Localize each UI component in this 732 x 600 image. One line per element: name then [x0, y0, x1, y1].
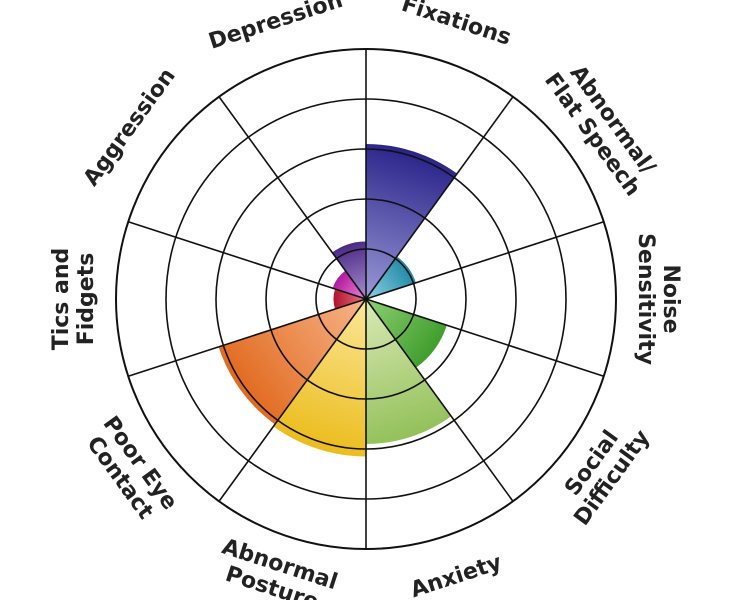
grid-spoke	[365, 298, 605, 378]
label-line: Tics and	[49, 248, 74, 351]
wedge-abnormal-flat-speech	[366, 256, 416, 299]
label-line: Aggression	[79, 64, 181, 191]
label-fixations: Fixations	[398, 0, 514, 51]
wedge-poor-eye-contact	[218, 299, 366, 425]
wedge-tics-and-fidgets	[333, 288, 366, 310]
grid-spoke	[365, 298, 514, 502]
label-aggression: Aggression	[79, 64, 181, 191]
grid-layer	[115, 48, 617, 550]
label-line: Noise	[658, 264, 683, 333]
wedge-fixations	[366, 144, 458, 299]
grid-spoke	[218, 298, 367, 502]
wedge-aggression	[332, 270, 366, 299]
label-line: Fixations	[398, 0, 514, 51]
grid-spoke	[127, 220, 367, 300]
wedge-abnormal-posture	[273, 299, 366, 457]
label-line: Anxiety	[408, 550, 505, 600]
label-anxiety: Anxiety	[408, 550, 505, 600]
label-line: Fidgets	[74, 253, 99, 346]
grid-spoke	[365, 220, 605, 300]
wedge-layer	[218, 144, 458, 457]
label-line: Depression	[206, 0, 346, 55]
label-line: Sensitivity	[633, 233, 658, 365]
grid-spoke	[127, 298, 367, 378]
wedge-anxiety	[366, 299, 452, 444]
label-depression: Depression	[206, 0, 346, 55]
grid-spoke	[365, 96, 514, 300]
wedge-social-difficulty	[366, 299, 447, 368]
grid-spoke	[218, 96, 367, 300]
label-abnormal-flat-speech: Abnormal/Flat Speech	[539, 61, 660, 201]
